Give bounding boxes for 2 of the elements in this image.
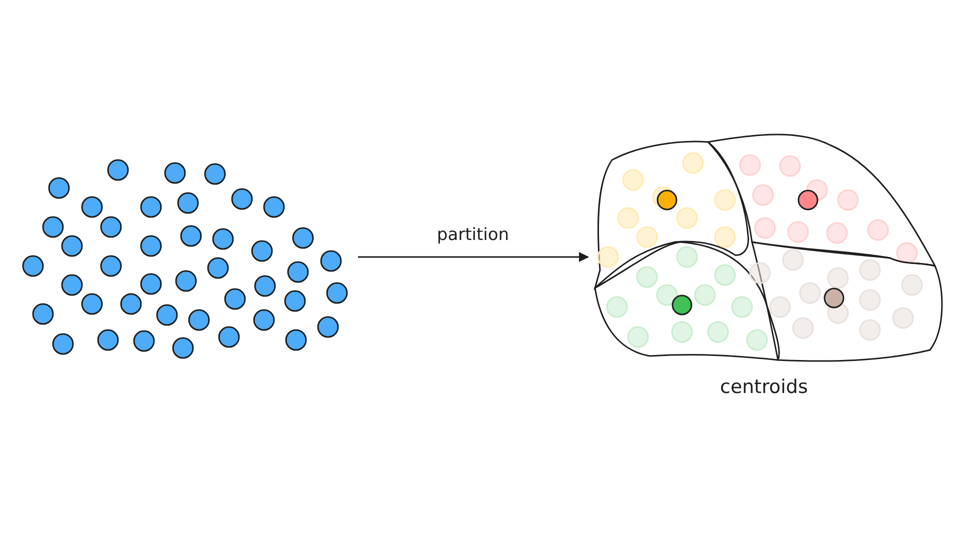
node-label: centroids bbox=[720, 376, 808, 398]
arrow bbox=[358, 252, 589, 262]
